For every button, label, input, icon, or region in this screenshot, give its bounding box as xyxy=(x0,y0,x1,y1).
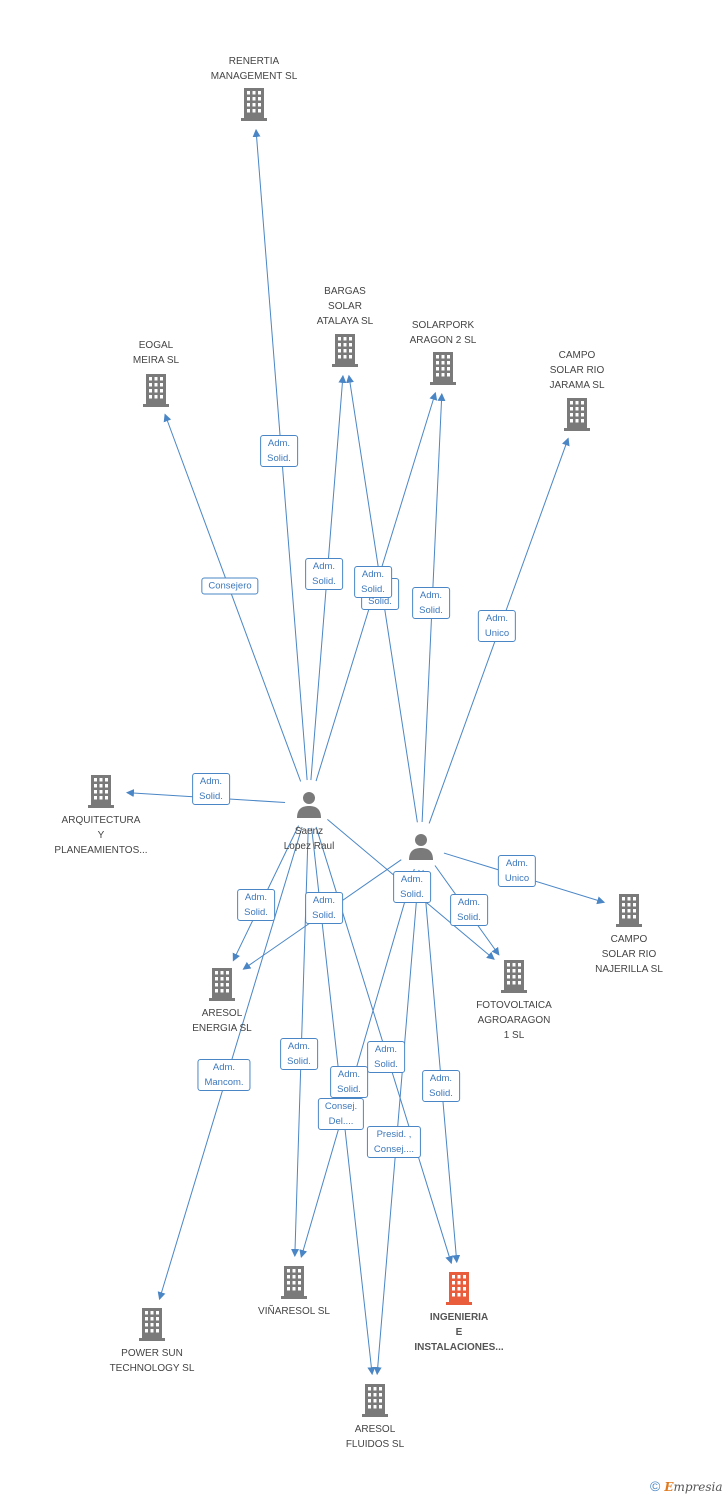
node-label: RENERTIA MANAGEMENT SL xyxy=(210,56,298,82)
building-icon xyxy=(613,892,645,928)
edge-label[interactable]: Presid. , Consej.... xyxy=(366,1126,422,1158)
edge-label[interactable]: Adm. Solid. xyxy=(305,558,343,590)
edge-label[interactable]: Consej. Del.... xyxy=(317,1098,365,1130)
edge-label[interactable]: Adm. Solid. xyxy=(237,889,275,921)
edge-label[interactable]: Adm. Solid. xyxy=(305,892,343,924)
edge-person2-vinaresol xyxy=(299,868,415,1258)
node-label: BARGAS SOLAR ATALAYA SL xyxy=(316,286,374,327)
person-icon xyxy=(293,788,325,820)
node-label: VIÑARESOL SL xyxy=(258,1306,330,1317)
node-label: CAMPO SOLAR RIO NAJERILLA SL xyxy=(595,934,663,975)
building-icon xyxy=(136,1306,168,1342)
edge-person2-ingenieria xyxy=(422,869,461,1264)
building-icon xyxy=(278,1264,310,1300)
node-label: ARESOL ENERGIA SL xyxy=(192,1008,252,1034)
edge-label[interactable]: Adm. Solid. xyxy=(367,1041,405,1073)
edge-label[interactable]: Adm. Unico xyxy=(477,610,517,642)
building-icon xyxy=(498,958,530,994)
edge-label[interactable]: Adm. Unico xyxy=(497,855,537,887)
node-label: FOTOVOLTAICA AGROARAGON 1 SL xyxy=(476,1000,552,1041)
building-icon xyxy=(329,332,361,368)
edge-label[interactable]: Adm. Solid. xyxy=(280,1038,318,1070)
node-label: Saenz Lopez Raul xyxy=(283,826,335,852)
node-label: ARQUITECTURA Y PLANEAMIENTOS... xyxy=(54,815,148,856)
node-label: INGENIERIA E INSTALACIONES... xyxy=(414,1312,504,1353)
edge-label[interactable]: Adm. Solid. xyxy=(393,871,431,903)
edge-label[interactable]: Adm. Solid. xyxy=(330,1066,368,1098)
edge-label[interactable]: Adm. Solid. xyxy=(260,435,298,467)
node-label: ARESOL FLUIDOS SL xyxy=(345,1424,405,1450)
building-icon xyxy=(140,372,172,408)
person-icon xyxy=(405,830,437,862)
edge-person2-aresol_fluidos xyxy=(373,869,420,1376)
node-label: SOLARPORK ARAGON 2 SL xyxy=(409,320,477,346)
brand-name: Empresia xyxy=(664,1480,723,1494)
building-icon xyxy=(359,1382,391,1418)
edge-label[interactable]: Adm. Solid. xyxy=(192,773,230,805)
building-icon xyxy=(206,966,238,1002)
edge-label[interactable]: Adm. Solid. xyxy=(422,1070,460,1102)
edge-saenz-eogal xyxy=(163,413,302,782)
edge-label[interactable]: Consejero xyxy=(201,577,259,595)
copyright-icon: © xyxy=(650,1478,661,1494)
building-icon xyxy=(561,396,593,432)
building-icon xyxy=(443,1270,475,1306)
edge-label[interactable]: Adm. Mancom. xyxy=(197,1059,251,1091)
node-label: CAMPO SOLAR RIO JARAMA SL xyxy=(549,350,605,391)
empresia-logo: ©Empresia xyxy=(650,1478,723,1494)
edge-label[interactable]: Adm. Solid. xyxy=(354,566,392,598)
building-icon xyxy=(85,773,117,809)
node-label: POWER SUN TECHNOLOGY SL xyxy=(109,1348,195,1374)
building-icon xyxy=(427,350,459,386)
edge-label[interactable]: Adm. Solid. xyxy=(450,894,488,926)
node-label: EOGAL MEIRA SL xyxy=(132,340,180,366)
building-icon xyxy=(238,86,270,122)
edge-label[interactable]: Adm. Solid. xyxy=(412,587,450,619)
